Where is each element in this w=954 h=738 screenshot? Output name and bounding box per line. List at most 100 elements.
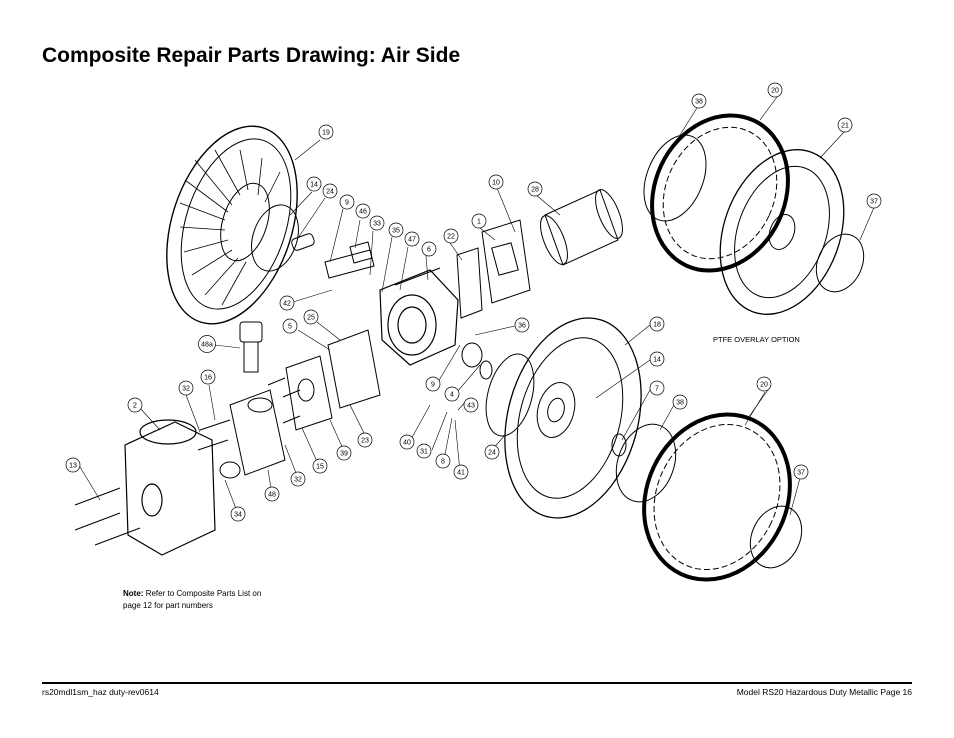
- callout-bubble: [312, 458, 328, 474]
- upper-diaphragm: [650, 113, 790, 273]
- callout-18: 18: [649, 316, 665, 332]
- callout-bubble: [767, 82, 783, 98]
- callout-number: 32: [182, 385, 190, 392]
- callout-number: 35: [392, 227, 400, 234]
- callout-42: 42: [279, 295, 295, 311]
- air-valve-body: [124, 419, 216, 556]
- callout-bubble: [488, 174, 504, 190]
- callout-bubble: [339, 194, 355, 210]
- callout-5: 5: [282, 318, 298, 334]
- outer-chamber-flange: [504, 317, 642, 519]
- callout-22: 22: [443, 228, 459, 244]
- callout-bubble: [484, 444, 500, 460]
- callout-bubble: [416, 443, 432, 459]
- callout-bubble: [178, 380, 194, 396]
- callout-9: 9: [339, 194, 355, 210]
- callout-bubble: [672, 394, 688, 410]
- callout-number: 25: [307, 314, 315, 321]
- ptfe-overlay-label: PTFE OVERLAY OPTION: [713, 335, 800, 344]
- note-text: Refer to Composite Parts List on page 12…: [123, 589, 262, 610]
- callout-bubble: [514, 317, 530, 333]
- callout-31: 31: [416, 443, 432, 459]
- callout-bubble: [127, 397, 143, 413]
- callout-number: 32: [294, 476, 302, 483]
- callout-number: 9: [345, 199, 349, 206]
- callout-bubble: [264, 486, 280, 502]
- callout-number: 31: [420, 448, 428, 455]
- callout-number: 28: [531, 186, 539, 193]
- callout-number: 14: [653, 356, 661, 363]
- callout-number: 20: [760, 381, 768, 388]
- callout-23: 23: [357, 432, 373, 448]
- callout-number: 18: [653, 321, 661, 328]
- callout-40: 40: [399, 434, 415, 450]
- callout-number: 33: [373, 220, 381, 227]
- callout-32: 32: [178, 380, 194, 396]
- muffler: [540, 189, 623, 266]
- callout-14: 14: [649, 351, 665, 367]
- callout-number: 5: [288, 323, 292, 330]
- callout-6: 6: [421, 241, 437, 257]
- callout-bubble: [649, 351, 665, 367]
- callout-46: 46: [355, 203, 371, 219]
- page-title: Composite Repair Parts Drawing: Air Side: [42, 44, 461, 67]
- callout-41: 41: [453, 464, 469, 480]
- callout-number: 38: [676, 399, 684, 406]
- callout-43: 43: [463, 397, 479, 413]
- callout-15: 15: [312, 458, 328, 474]
- callout-37: 37: [866, 193, 882, 209]
- callout-48a: 48a: [198, 335, 216, 353]
- callout-bubble: [443, 228, 459, 244]
- callout-number: 46: [359, 208, 367, 215]
- callout-number: 2: [133, 402, 137, 409]
- callout-20: 20: [756, 376, 772, 392]
- callout-bubble: [649, 316, 665, 332]
- callout-bubble: [444, 386, 460, 402]
- footer-divider: [42, 682, 912, 684]
- callout-bubble: [691, 93, 707, 109]
- callout-8: 8: [435, 453, 451, 469]
- footer-page-info: Model RS20 Hazardous Duty Metallic Page …: [736, 687, 912, 697]
- callout-bubble: [303, 309, 319, 325]
- callout-7: 7: [649, 380, 665, 396]
- callout-bubble: [453, 464, 469, 480]
- callout-number: 41: [457, 469, 465, 476]
- callout-number: 7: [655, 385, 659, 392]
- callout-9: 9: [425, 376, 441, 392]
- callout-number: 37: [870, 198, 878, 205]
- callout-38: 38: [672, 394, 688, 410]
- callout-21: 21: [837, 117, 853, 133]
- callout-number: 37: [797, 469, 805, 476]
- callout-number: 24: [488, 449, 496, 456]
- callout-number: 47: [408, 236, 416, 243]
- callout-bubble: [421, 241, 437, 257]
- callout-number: 13: [69, 462, 77, 469]
- callout-number: 15: [316, 463, 324, 470]
- callout-1: 1: [471, 213, 487, 229]
- callout-bubble: [198, 335, 216, 353]
- lower-diaphragm: [642, 412, 792, 582]
- callout-bubble: [282, 318, 298, 334]
- callout-number: 1: [477, 218, 481, 225]
- callout-35: 35: [388, 222, 404, 238]
- callout-bubble: [649, 380, 665, 396]
- callout-number: 42: [283, 300, 291, 307]
- center-section: [379, 267, 459, 366]
- callout-bubble: [527, 181, 543, 197]
- callout-bubble: [793, 464, 809, 480]
- callout-bubble: [837, 117, 853, 133]
- callout-number: 48a: [201, 341, 213, 348]
- callout-number: 9: [431, 381, 435, 388]
- callout-34: 34: [230, 506, 246, 522]
- callout-number: 36: [518, 322, 526, 329]
- note-label: Note:: [123, 589, 144, 598]
- callout-number: 38: [695, 98, 703, 105]
- callout-number: 21: [841, 122, 849, 129]
- callout-number: 6: [427, 246, 431, 253]
- callout-number: 16: [204, 374, 212, 381]
- callout-28: 28: [527, 181, 543, 197]
- callout-bubble: [404, 231, 420, 247]
- callout-bubble: [230, 506, 246, 522]
